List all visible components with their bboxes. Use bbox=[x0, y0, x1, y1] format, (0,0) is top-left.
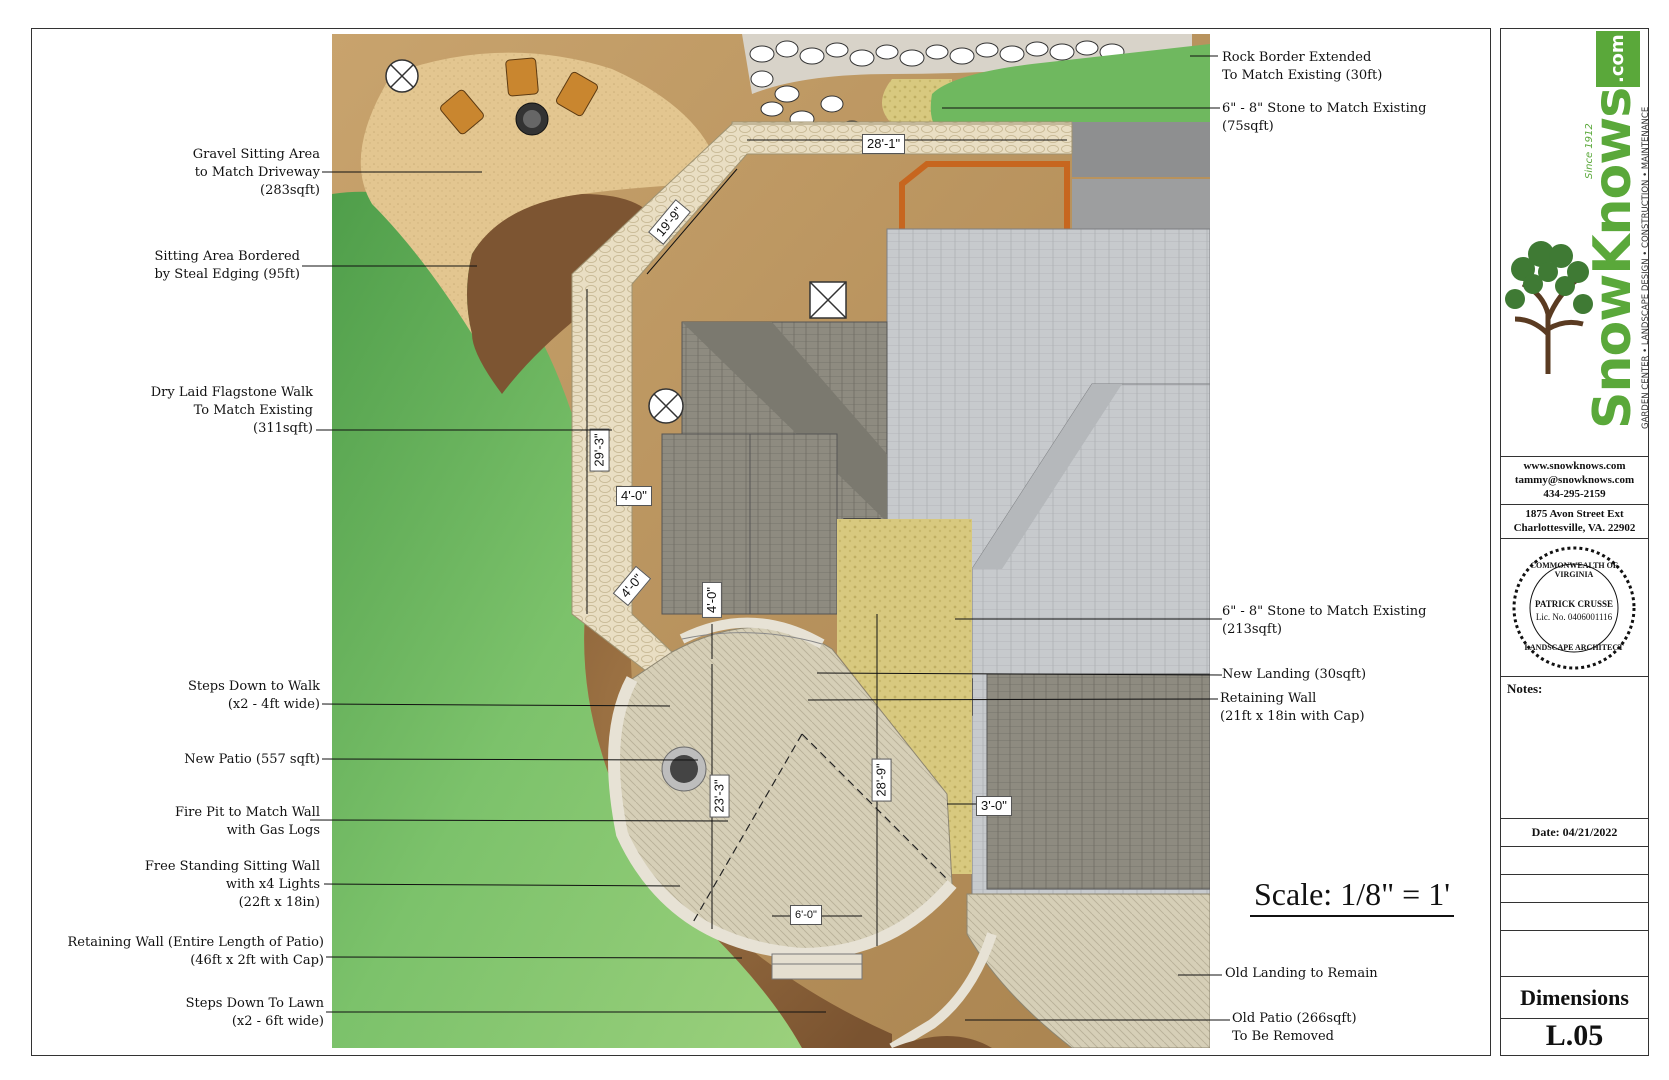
seal-bottom-text: LANDSCAPE ARCHITECT bbox=[1524, 643, 1624, 652]
callout-sitting-wall: Free Standing Sitting Wall with x4 Light… bbox=[144, 859, 320, 910]
logo-tagline: GARDEN CENTER • LANDSCAPE DESIGN • CONST… bbox=[1641, 106, 1651, 429]
callout-stone-75: 6" - 8" Stone to Match Existing (75sqft) bbox=[1222, 101, 1427, 134]
dim-6-0: 6'-0" bbox=[790, 905, 822, 925]
blank-row-2 bbox=[1501, 875, 1648, 903]
existing-tree-marker bbox=[385, 59, 419, 93]
seal-name: PATRICK CRUSSE bbox=[1535, 599, 1613, 609]
sheet-number: L.05 bbox=[1545, 1019, 1604, 1052]
callout-retaining-wall: Retaining Wall (21ft x 18in with Cap) bbox=[1220, 691, 1365, 724]
callout-new-patio: New Patio (557 sqft) bbox=[184, 752, 320, 767]
notes-section: Notes: bbox=[1501, 677, 1648, 819]
date-section: Date: 04/21/2022 bbox=[1501, 819, 1648, 847]
email-text: tammy@snowknows.com bbox=[1514, 474, 1635, 486]
callout-rock-border: Rock Border Extended To Match Existing (… bbox=[1222, 50, 1383, 83]
seal-section: COMMONWEALTH OF VIRGINIA PATRICK CRUSSE … bbox=[1501, 539, 1648, 677]
title-block: SnowKnows .com Since 1912 GARDEN CENTER … bbox=[1500, 28, 1651, 1056]
new-patio bbox=[608, 617, 957, 980]
blank-row-4 bbox=[1501, 931, 1648, 977]
sheet-title-section: Dimensions bbox=[1501, 977, 1648, 1019]
callout-retaining-wall-patio: Retaining Wall (Entire Length of Patio) … bbox=[67, 935, 324, 968]
logo-section: SnowKnows .com Since 1912 GARDEN CENTER … bbox=[1501, 29, 1651, 457]
date-text: Date: 04/21/2022 bbox=[1531, 825, 1618, 839]
phone-text: 434-295-2159 bbox=[1543, 488, 1606, 500]
callout-steps-to-walk: Steps Down to Walk (x2 - 4ft wide) bbox=[187, 679, 320, 712]
adirondack-chairs bbox=[440, 57, 599, 136]
website-text: www.snowknows.com bbox=[1523, 460, 1626, 472]
notes-label: Notes: bbox=[1507, 681, 1543, 696]
callout-old-patio: Old Patio (266sqft) To Be Removed bbox=[1232, 1011, 1357, 1044]
callout-old-landing: Old Landing to Remain bbox=[1225, 966, 1378, 981]
scale-label: Scale: 1/8" = 1' bbox=[1250, 876, 1454, 917]
logo-since: Since 1912 bbox=[1584, 123, 1595, 179]
seal-top-text: COMMONWEALTH OF VIRGINIA bbox=[1530, 561, 1618, 579]
address-section: 1875 Avon Street Ext Charlottesville, VA… bbox=[1501, 505, 1648, 539]
callout-flagstone-walk: Dry Laid Flagstone Walk To Match Existin… bbox=[150, 385, 313, 436]
logo-tld: .com bbox=[1596, 31, 1640, 87]
dim-4-0-walk: 4'-0" bbox=[616, 486, 652, 506]
existing-tree-marker-2 bbox=[648, 388, 684, 424]
site-plan bbox=[332, 34, 1210, 1048]
sheet-title: Dimensions bbox=[1520, 985, 1629, 1010]
seal-license: Lic. No. 0406001116 bbox=[1535, 612, 1613, 622]
flagstone-walk bbox=[571, 123, 1073, 675]
callout-stone-213: 6" - 8" Stone to Match Existing (213sqft… bbox=[1222, 604, 1427, 637]
sheet-number-section: L.05 bbox=[1501, 1019, 1648, 1055]
callout-new-landing: New Landing (30sqft) bbox=[1222, 667, 1367, 682]
callout-gravel-sitting-area: Gravel Sitting Area to Match Driveway (2… bbox=[192, 147, 320, 198]
address-line-1: 1875 Avon Street Ext bbox=[1525, 508, 1624, 520]
dim-28-1: 28'-1" bbox=[862, 134, 906, 154]
contact-section: www.snowknows.com tammy@snowknows.com 43… bbox=[1501, 457, 1648, 505]
callout-fire-pit: Fire Pit to Match Wall with Gas Logs bbox=[174, 805, 320, 838]
tree-logo-icon bbox=[1505, 241, 1593, 374]
architect-seal-icon bbox=[1512, 546, 1636, 670]
address-line-2: Charlottesville, VA. 22902 bbox=[1513, 522, 1636, 534]
dim-3-0: 3'-0" bbox=[976, 796, 1012, 816]
callout-steps-to-lawn: Steps Down To Lawn (x2 - 6ft wide) bbox=[185, 996, 324, 1029]
callout-steel-edging: Sitting Area Bordered by Steal Edging (9… bbox=[154, 249, 300, 282]
drawing-frame bbox=[31, 28, 1491, 1056]
blank-row-3 bbox=[1501, 903, 1648, 931]
blank-row-1 bbox=[1501, 847, 1648, 875]
